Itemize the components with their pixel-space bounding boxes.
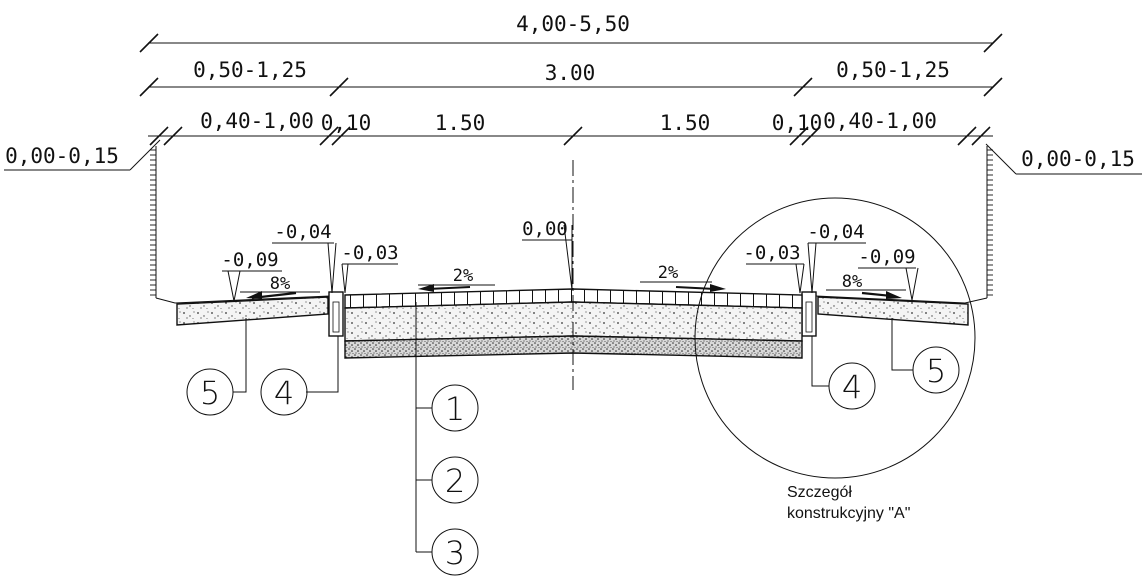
detail-note-line2: konstrukcyjny "A" [787, 505, 910, 522]
curb-left-label: 0,10 [321, 111, 372, 135]
svg-text:-0,04: -0,04 [274, 221, 331, 243]
svg-text:-0,04: -0,04 [807, 221, 864, 243]
svg-text:-0,09: -0,09 [221, 249, 278, 271]
callout-1: 1 [431, 384, 479, 432]
sub-left-label: 0,40-1,00 [200, 109, 314, 133]
left-shoulder-layer [176, 296, 329, 326]
excavation-outline [150, 146, 993, 304]
edge-left: 0,00-0,15 [4, 139, 161, 171]
level-left-outer: -0,09 [221, 249, 282, 302]
svg-text:2%: 2% [453, 266, 473, 286]
level-right-curb-inner: -0,03 [743, 242, 805, 294]
dimension-row-sides: 0,50-1,25 3.00 0,50-1,25 [139, 58, 1003, 97]
callout-5-right: 5 [891, 318, 960, 394]
ground-hatch-right [987, 149, 993, 296]
detail-circle-a [694, 197, 976, 479]
edge-left-label: 0,00-0,15 [5, 144, 119, 168]
svg-text:4: 4 [842, 368, 862, 406]
svg-text:2: 2 [445, 462, 465, 500]
level-axis: 0,00 [522, 218, 573, 291]
svg-text:5: 5 [200, 374, 220, 412]
edge-right: 0,00-0,15 [985, 143, 1142, 175]
callout-4-right: 4 [811, 336, 876, 410]
ground-hatch-left [150, 149, 156, 296]
right-curb [801, 291, 817, 337]
center-width-label: 3.00 [545, 61, 596, 85]
svg-text:4: 4 [274, 374, 294, 412]
dimension-row-total: 4,00-5,50 [139, 12, 1003, 53]
total-width-label: 4,00-5,50 [516, 12, 630, 36]
slope-right-lane: 2% [640, 263, 726, 292]
level-left-curb-top: -0,04 [272, 221, 337, 294]
callout-4-left: 4 [260, 336, 339, 416]
edge-right-label: 0,00-0,15 [1021, 147, 1135, 171]
left-curb [328, 291, 344, 337]
side-left-label: 0,50-1,25 [193, 58, 307, 82]
svg-text:5: 5 [926, 352, 946, 390]
level-right-curb-top: -0,04 [807, 221, 866, 294]
callout-leader-layers [415, 302, 432, 553]
svg-text:2%: 2% [658, 263, 678, 283]
svg-text:-0,03: -0,03 [341, 242, 398, 264]
right-shoulder-layer [817, 296, 969, 326]
svg-text:3: 3 [445, 534, 465, 572]
half-left-label: 1.50 [435, 111, 486, 135]
sub-right-label: 0,40-1,00 [823, 109, 937, 133]
slope-left-shoulder: 8% [240, 274, 320, 300]
detail-note-line1: Szczegół [787, 484, 852, 501]
slope-left-lane: 2% [418, 266, 495, 292]
callout-2: 2 [431, 456, 479, 504]
svg-text:-0,09: -0,09 [858, 246, 915, 268]
side-right-label: 0,50-1,25 [836, 58, 950, 82]
slope-right-shoulder: 8% [826, 272, 906, 299]
callout-5-left: 5 [186, 318, 247, 416]
curb-right-label: 0,10 [772, 111, 823, 135]
level-left-curb-inner: -0,03 [341, 242, 399, 294]
half-right-label: 1.50 [660, 111, 711, 135]
level-right-outer: -0,09 [858, 246, 919, 301]
dimension-row-parts: 0,40-1,00 0,10 1.50 1.50 0,10 0,40-1,00 [148, 109, 993, 146]
svg-text:8%: 8% [270, 274, 290, 294]
svg-text:0,00: 0,00 [522, 218, 568, 240]
svg-text:1: 1 [445, 390, 465, 428]
svg-text:8%: 8% [842, 272, 862, 292]
svg-text:-0,03: -0,03 [743, 242, 800, 264]
callout-3: 3 [431, 528, 479, 576]
